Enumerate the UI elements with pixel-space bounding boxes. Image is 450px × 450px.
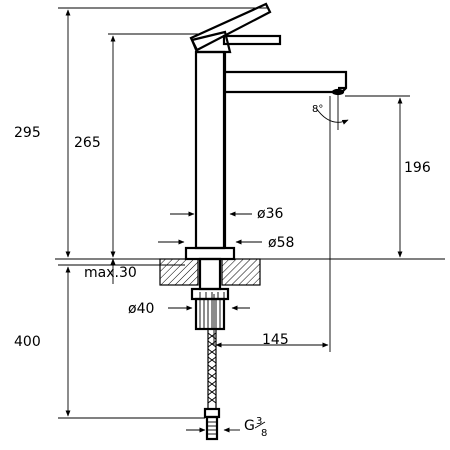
counter-right — [221, 258, 261, 286]
dim-295: 295 — [14, 125, 41, 141]
faucet-body — [184, 2, 348, 261]
hose-connector — [203, 407, 221, 441]
dim-400: 400 — [14, 334, 41, 350]
thread-denominator: 8 — [261, 428, 267, 439]
connector-threads — [207, 421, 217, 435]
counter-section — [159, 258, 261, 286]
dim-body-diameter: ø36 — [257, 206, 283, 222]
counter-left — [159, 258, 199, 286]
spray-angle-label: 8° — [312, 104, 323, 115]
extension-lines — [55, 7, 445, 419]
dim-base-diameter: ø58 — [268, 235, 294, 251]
dimension-lines — [65, 9, 403, 433]
base — [184, 246, 236, 261]
shank — [198, 257, 222, 291]
dim-196: 196 — [404, 160, 431, 176]
mounting-nut — [190, 287, 230, 301]
thread-spec: G 3 8 — [244, 416, 267, 439]
handle-cap — [190, 30, 232, 54]
thread-lines — [199, 292, 225, 328]
thread-prefix: G — [244, 418, 255, 434]
spout — [224, 70, 348, 94]
spray-angle — [315, 92, 349, 130]
dim-max-deck: max.30 — [84, 265, 137, 281]
dim-265: 265 — [74, 135, 101, 151]
thread-numerator: 3 — [256, 416, 262, 427]
column — [194, 50, 226, 250]
flex-hose — [207, 328, 217, 410]
dim-145: 145 — [262, 332, 289, 348]
dim-shank-diameter: ø40 — [128, 301, 154, 317]
